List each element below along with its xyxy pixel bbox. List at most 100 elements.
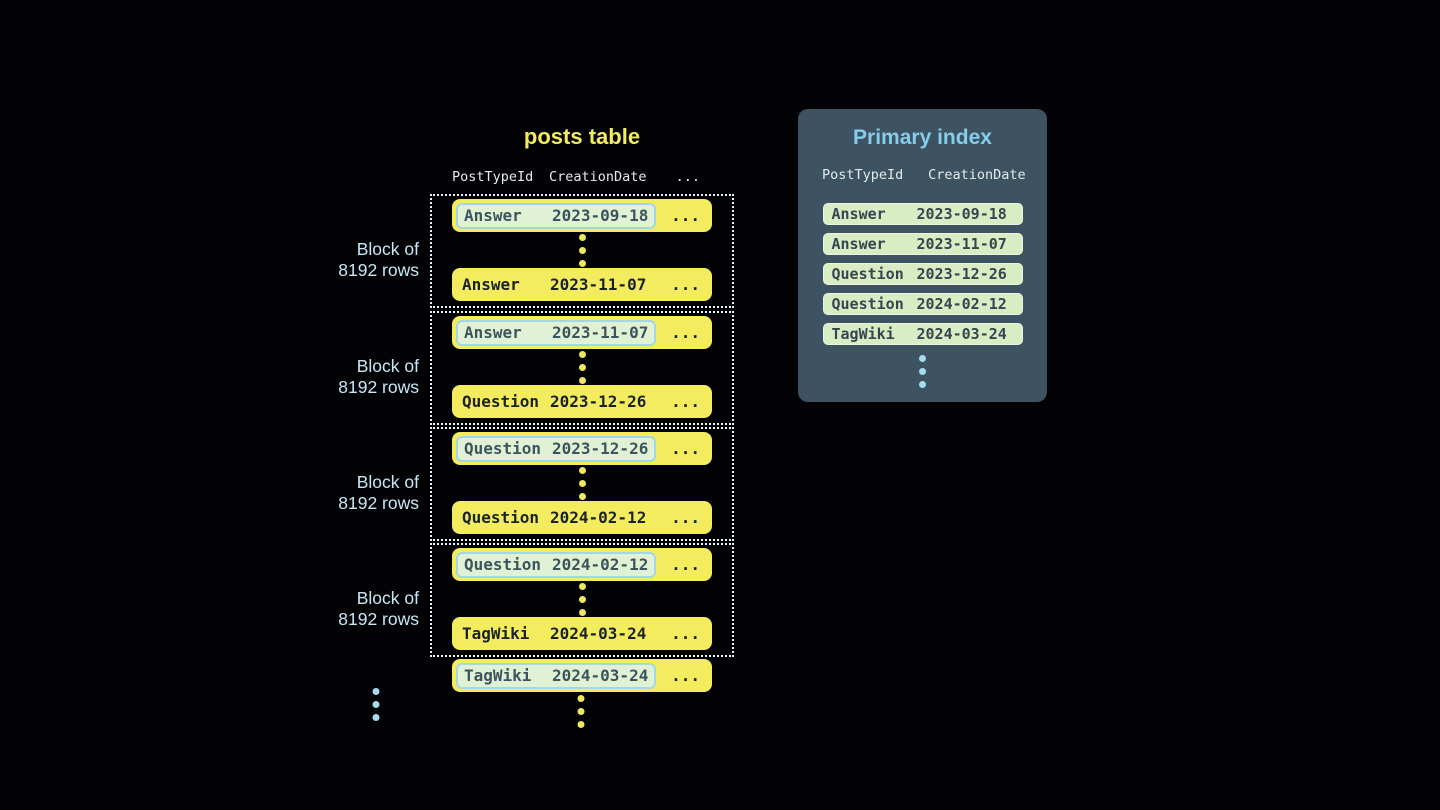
primary-index-panel: Primary index PostTypeId CreationDate An… [798,109,1047,402]
primary-index-column-headers: PostTypeId CreationDate [822,167,1047,183]
cell-creationdate: 2024-02-12 [550,508,647,527]
cell-posttypeid: Answer [464,206,522,225]
table-row-block3-last: Question 2024-02-12 ... [452,501,712,534]
cell-creationdate: 2024-03-24 [552,666,649,685]
cell-creationdate: 2023-12-26 [550,392,647,411]
indexed-row-highlight: Answer 2023-09-18 [456,202,657,229]
table-row-block4-first: Question 2024-02-12 ... [452,548,712,581]
row-ellipsis: ... [671,439,700,458]
more-index-entries-dots [798,355,1047,388]
table-row: TagWiki 2024-03-24 ... [452,659,712,692]
block-label-line1: Block of [356,472,419,492]
table-row-block2-last: Question 2023-12-26 ... [452,385,712,418]
posts-table-column-headers: PostTypeId CreationDate ... [452,168,711,185]
column-header-posttypeid: PostTypeId [822,167,904,183]
dot [919,368,926,375]
granule-block-3: Question 2023-12-26 ... Question 2024-02… [430,427,734,541]
dot [372,688,380,695]
hidden-rows-dots [578,350,586,384]
cell-creationdate: 2024-02-12 [552,555,649,574]
dot [577,708,585,715]
hidden-rows-dots [578,233,586,267]
cell-creationdate: 2023-09-18 [552,206,649,225]
hidden-rows-dots [578,466,586,500]
dot [372,701,380,708]
cell-creationdate: 2024-03-24 [550,624,647,643]
table-row-block1-first: Answer 2023-09-18 ... [452,199,712,232]
block-label-4: Block of 8192 rows [338,588,419,630]
dot [578,608,586,616]
dot [578,376,586,384]
column-header-creationdate: CreationDate [549,168,647,185]
cell-posttypeid: Answer [831,235,886,253]
cell-posttypeid: TagWiki [462,624,530,643]
granule-block-2: Answer 2023-11-07 ... Question 2023-12-2… [430,311,734,425]
indexed-row-highlight: Question 2023-12-26 [456,435,657,462]
cell-posttypeid: Question [464,555,542,574]
cell-creationdate: 2023-12-26 [552,439,649,458]
column-header-creationdate: CreationDate [928,167,1026,183]
row-ellipsis: ... [671,206,700,225]
block-label-1: Block of 8192 rows [338,239,419,281]
table-row-block4-last: TagWiki 2024-03-24 ... [452,617,712,650]
block-label-line1: Block of [356,356,419,376]
dot [578,246,586,254]
more-rows-dots [577,695,585,728]
block-label-line2: 8192 rows [338,377,419,397]
index-row-2: Answer 2023-11-07 [822,233,1023,255]
dot [577,721,585,728]
row-ellipsis: ... [671,624,700,643]
posts-table-title: posts table [523,124,641,149]
dot [578,466,586,474]
cell-posttypeid: Question [462,392,540,411]
block-label-line1: Block of [356,239,419,259]
hidden-rows-dots [578,582,586,616]
dot [578,259,586,267]
dot [578,233,586,241]
more-blocks-dots [372,688,380,721]
index-row-4: Question 2024-02-12 [822,293,1023,315]
cell-creationdate: 2024-03-24 [916,325,1007,343]
indexed-row-highlight: Answer 2023-11-07 [456,319,657,346]
cell-posttypeid: TagWiki [464,666,532,685]
table-row-block2-first: Answer 2023-11-07 ... [452,316,712,349]
row-ellipsis: ... [671,666,700,685]
block-label-3: Block of 8192 rows [338,472,419,514]
cell-creationdate: 2023-11-07 [552,323,649,342]
column-header-posttypeid: PostTypeId [452,168,534,185]
dot [578,582,586,590]
row-ellipsis: ... [671,275,700,294]
block-label-line2: 8192 rows [338,609,419,629]
cell-creationdate: 2023-11-07 [550,275,647,294]
indexed-row-highlight: TagWiki 2024-03-24 [456,662,657,689]
index-row-5: TagWiki 2024-03-24 [822,323,1023,345]
row-ellipsis: ... [671,508,700,527]
dot [578,479,586,487]
dot [578,595,586,603]
dot [577,695,585,702]
cell-creationdate: 2023-11-07 [916,235,1007,253]
row-ellipsis: ... [671,555,700,574]
block-label-line2: 8192 rows [338,493,419,513]
cell-posttypeid: Question [831,265,904,283]
primary-index-rows: Answer 2023-09-18 Answer 2023-11-07 Ques… [798,203,1047,345]
dot [919,381,926,388]
cell-creationdate: 2023-12-26 [916,265,1007,283]
dot [578,492,586,500]
cell-posttypeid: Answer [462,275,520,294]
table-row-block3-first: Question 2023-12-26 ... [452,432,712,465]
index-row-1: Answer 2023-09-18 [822,203,1023,225]
primary-index-title: Primary index [853,126,992,149]
cell-posttypeid: Answer [831,205,886,223]
granule-block-1: Answer 2023-09-18 ... Answer 2023-11-07 … [430,194,734,308]
block-label-2: Block of 8192 rows [338,356,419,398]
cell-posttypeid: TagWiki [831,325,895,343]
dot [578,350,586,358]
cell-posttypeid: Question [462,508,540,527]
cell-posttypeid: Answer [464,323,522,342]
table-row-next-block-first: TagWiki 2024-03-24 ... [452,659,712,692]
cell-creationdate: 2024-02-12 [916,295,1007,313]
row-ellipsis: ... [671,323,700,342]
cell-creationdate: 2023-09-18 [916,205,1007,223]
